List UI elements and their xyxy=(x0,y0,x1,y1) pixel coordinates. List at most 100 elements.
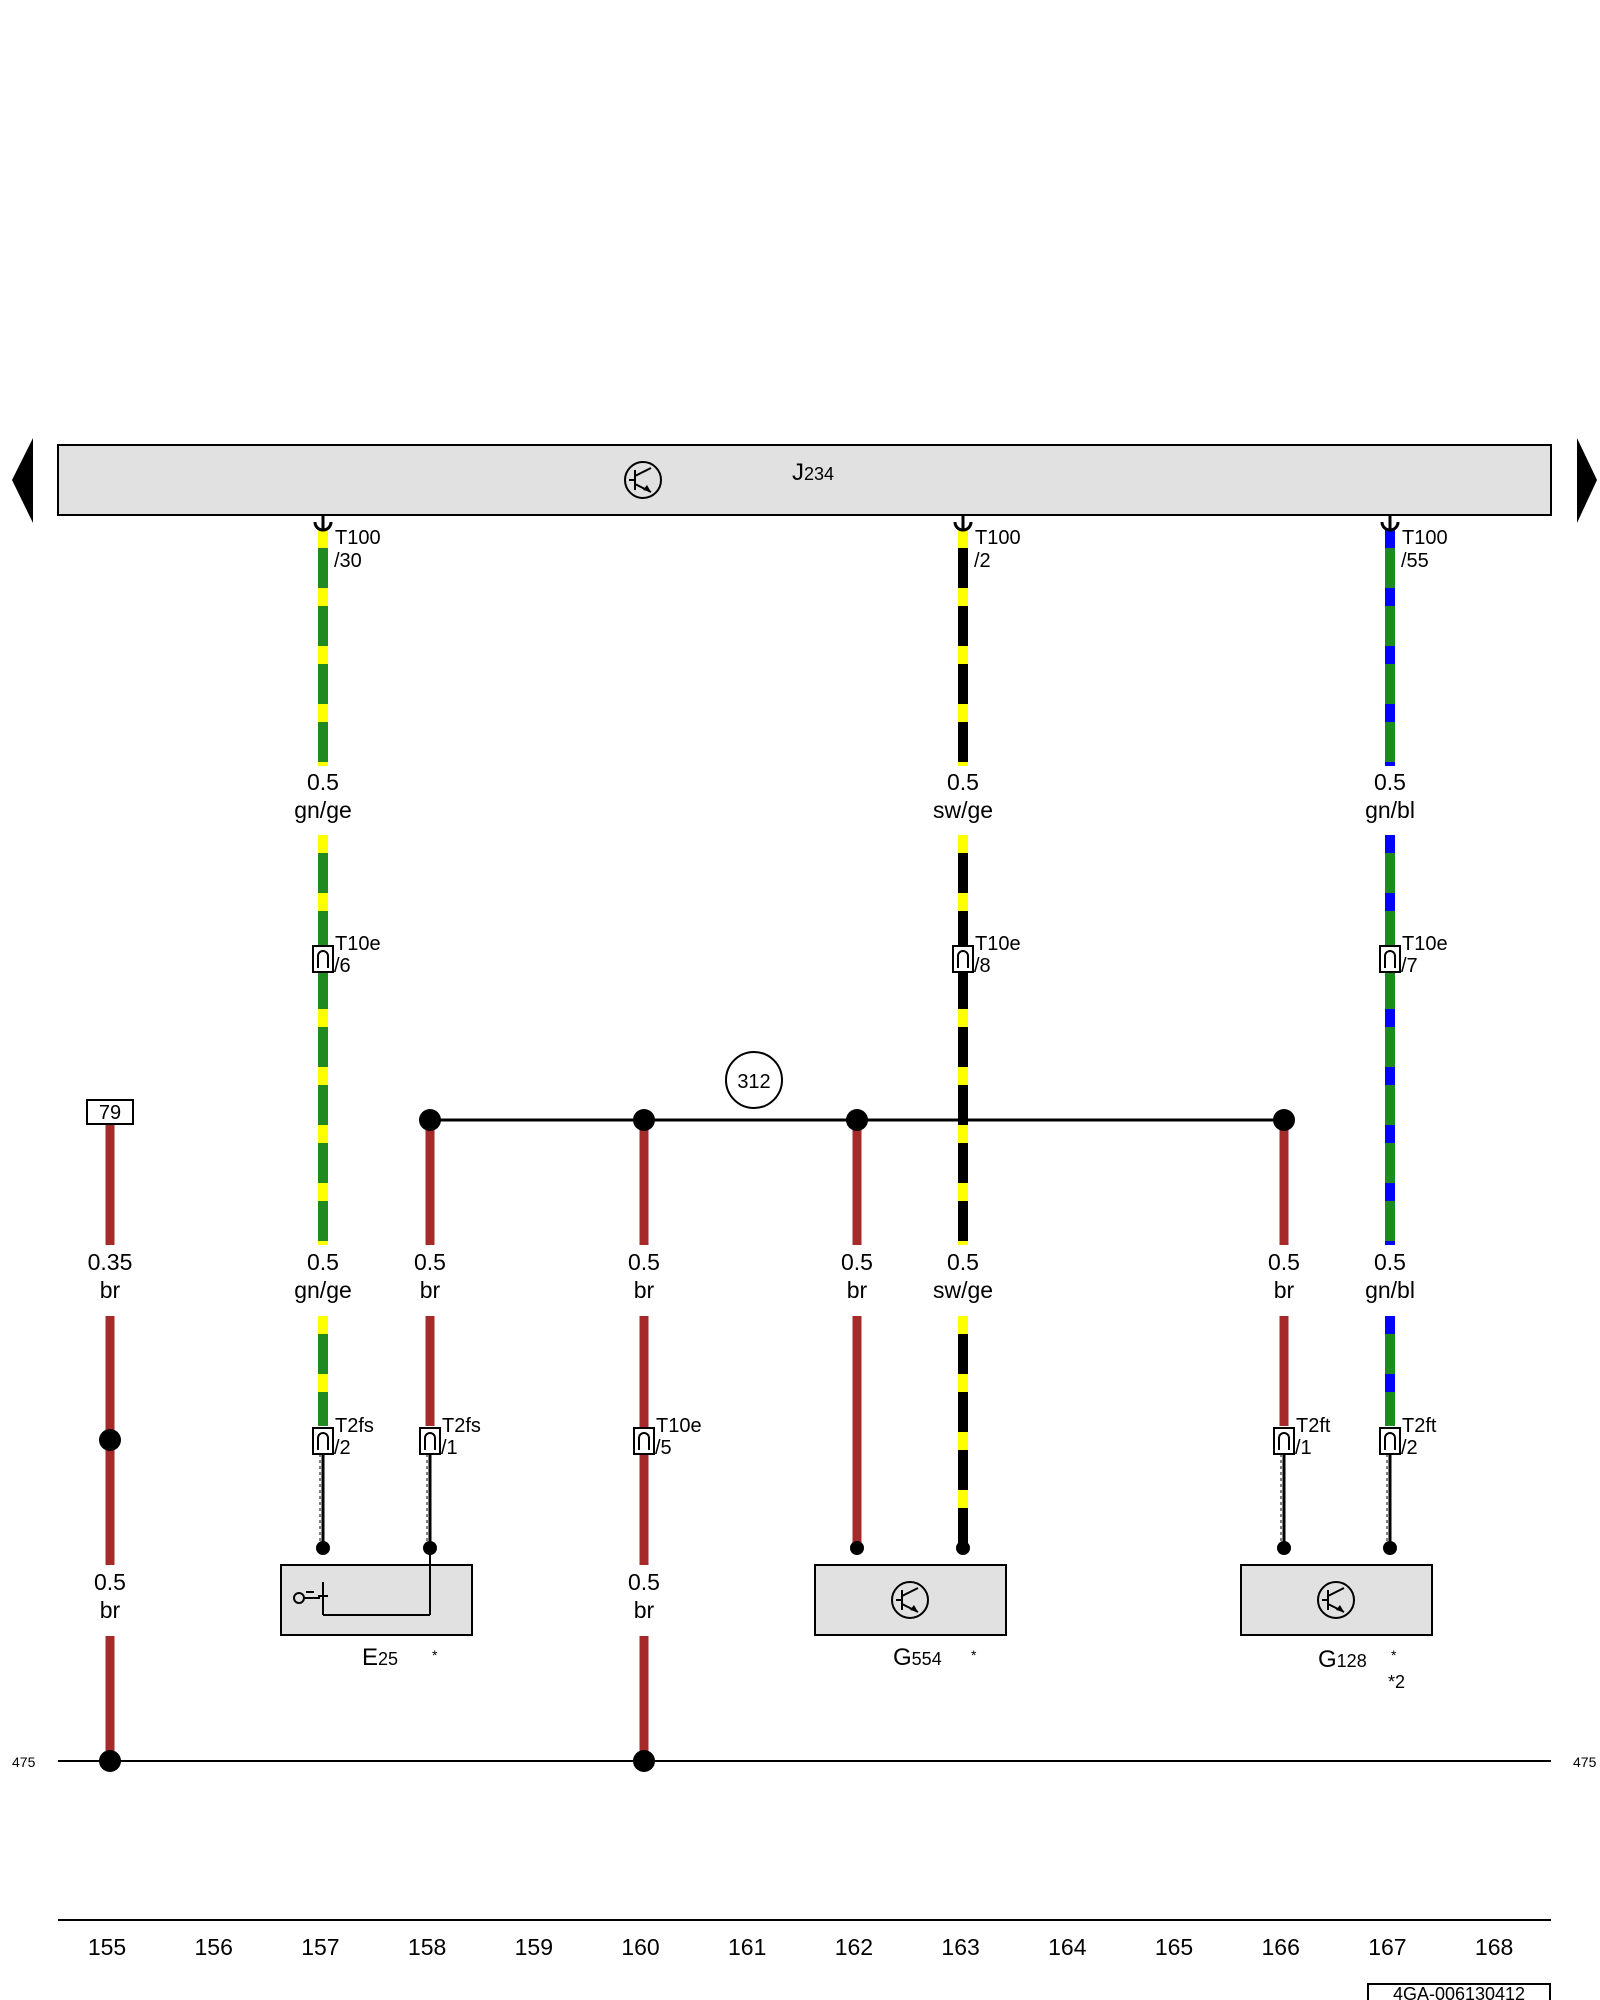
connector-pin-icon xyxy=(419,1427,441,1455)
connector-pin-icon xyxy=(1379,1427,1401,1455)
component-e25: E25 * xyxy=(280,1547,473,1671)
connector-name: T2ft xyxy=(1402,1415,1437,1437)
wire-size: 0.5 xyxy=(947,769,979,795)
reference-box-label: 79 xyxy=(99,1102,121,1124)
connector-pin: /5 xyxy=(655,1437,672,1459)
arrow-right-icon[interactable] xyxy=(1577,438,1597,523)
connector-name: T2fs xyxy=(442,1415,481,1437)
wire-label-160-lower: 0.5br xyxy=(628,1569,660,1623)
wire-color: br xyxy=(634,1277,655,1303)
component-g128-note: * xyxy=(1391,1647,1397,1663)
switch-icon xyxy=(293,1547,431,1616)
control-unit-label: J234 xyxy=(792,459,834,486)
wire-label-157-top: 0.5gn/ge xyxy=(294,769,352,823)
wire-size: 0.5 xyxy=(628,1249,660,1275)
wire-color: br xyxy=(847,1277,868,1303)
ground-ref-left: 475 xyxy=(12,1754,36,1770)
connector-pin: /2 xyxy=(1401,1437,1418,1459)
wire-label-166: 0.5br xyxy=(1268,1249,1300,1303)
connector-name: T100 xyxy=(335,527,381,549)
connector-name: T2ft xyxy=(1296,1415,1331,1437)
wire-color: br xyxy=(1274,1277,1295,1303)
connector-t2ft-1[interactable]: T2ft/1 xyxy=(1273,1415,1331,1459)
connector-pin-icon xyxy=(1379,945,1401,973)
wire-size: 0.5 xyxy=(307,769,339,795)
wire-color: br xyxy=(100,1597,121,1623)
wire-157-thin xyxy=(319,1454,325,1548)
wire-size: 0.5 xyxy=(94,1569,126,1595)
column-number: 157 xyxy=(301,1934,339,1960)
wire-label-163-top: 0.5sw/ge xyxy=(933,769,993,823)
wire-label-157-bot: 0.5gn/ge xyxy=(294,1249,352,1303)
connector-name: T10e xyxy=(1402,933,1448,955)
wire-size: 0.35 xyxy=(88,1249,133,1275)
wire-size: 0.5 xyxy=(414,1249,446,1275)
connector-pin-icon xyxy=(633,1427,655,1455)
pin-162 xyxy=(850,1541,864,1555)
connector-name: T10e xyxy=(335,933,381,955)
connector-t100-55[interactable]: T100/55 xyxy=(1380,515,1448,572)
column-number: 155 xyxy=(88,1934,126,1960)
wire-color: sw/ge xyxy=(933,1277,993,1303)
component-g128: G128 * *2 xyxy=(1240,1564,1433,1692)
connector-pin: /6 xyxy=(334,955,351,977)
column-number: 158 xyxy=(408,1934,446,1960)
reference-box-79[interactable] xyxy=(86,1099,134,1125)
wire-size: 0.5 xyxy=(307,1249,339,1275)
column-number: 167 xyxy=(1368,1934,1406,1960)
component-g554-note: * xyxy=(971,1647,977,1663)
pin-167 xyxy=(1383,1541,1397,1555)
ground-ref-right: 475 xyxy=(1573,1754,1597,1770)
component-g554: G554 * xyxy=(814,1564,1007,1671)
connector-t100-30[interactable]: T100/30 xyxy=(313,515,381,572)
wire-color: gn/bl xyxy=(1365,797,1415,823)
connector-name: T100 xyxy=(1402,527,1448,549)
wire-color: br xyxy=(634,1597,655,1623)
connector-t10e-5[interactable]: T10e/5 xyxy=(633,1415,702,1459)
connector-t2ft-2[interactable]: T2ft/2 xyxy=(1379,1415,1437,1459)
wire-label-158: 0.5br xyxy=(414,1249,446,1303)
connector-t10e-7[interactable]: T10e/7 xyxy=(1379,933,1448,977)
wire-size: 0.5 xyxy=(1268,1249,1300,1275)
column-number: 162 xyxy=(835,1934,873,1960)
splice-312-label: 312 xyxy=(737,1071,770,1093)
wire-label-162: 0.5br xyxy=(841,1249,873,1303)
column-number: 168 xyxy=(1475,1934,1513,1960)
wire-label-163-bot: 0.5sw/ge xyxy=(933,1249,993,1303)
transistor-icon xyxy=(624,461,662,499)
column-number: 160 xyxy=(621,1934,659,1960)
connector-t100-2[interactable]: T100/2 xyxy=(953,515,1021,572)
pin-157 xyxy=(316,1541,330,1555)
connector-pin: /55 xyxy=(1401,550,1429,572)
doc-code: 4GA-006130412 xyxy=(1393,1984,1525,2000)
wire-label-167-bot: 0.5gn/bl xyxy=(1365,1249,1415,1303)
pin-163 xyxy=(956,1541,970,1555)
arrow-left-icon[interactable] xyxy=(12,438,33,523)
column-number: 163 xyxy=(941,1934,979,1960)
wire-color: gn/ge xyxy=(294,1277,352,1303)
junction-155 xyxy=(99,1429,121,1451)
wire-size: 0.5 xyxy=(1374,769,1406,795)
connector-t2fs-1[interactable]: T2fs/1 xyxy=(419,1415,481,1459)
wire-color: br xyxy=(420,1277,441,1303)
component-g128-label: G128 xyxy=(1318,1646,1367,1673)
connector-pin: /2 xyxy=(974,550,991,572)
component-e25-label: E25 xyxy=(362,1644,398,1671)
wire-166-thin xyxy=(1280,1454,1286,1548)
column-number: 164 xyxy=(1048,1934,1087,1960)
connector-pin-icon xyxy=(312,945,334,973)
wire-size: 0.5 xyxy=(947,1249,979,1275)
connector-t2fs-2[interactable]: T2fs/2 xyxy=(312,1415,374,1459)
connector-t10e-8[interactable]: T10e/8 xyxy=(952,933,1021,977)
transistor-icon xyxy=(1317,1581,1355,1619)
connector-t10e-6[interactable]: T10e/6 xyxy=(312,933,381,977)
wire-color: sw/ge xyxy=(933,797,993,823)
connector-pin-icon xyxy=(952,945,974,973)
connector-pin: /2 xyxy=(334,1437,351,1459)
wire-158-thin xyxy=(426,1454,432,1548)
transistor-icon xyxy=(891,1581,929,1619)
connector-name: T2fs xyxy=(335,1415,374,1437)
column-number: 166 xyxy=(1262,1934,1300,1960)
